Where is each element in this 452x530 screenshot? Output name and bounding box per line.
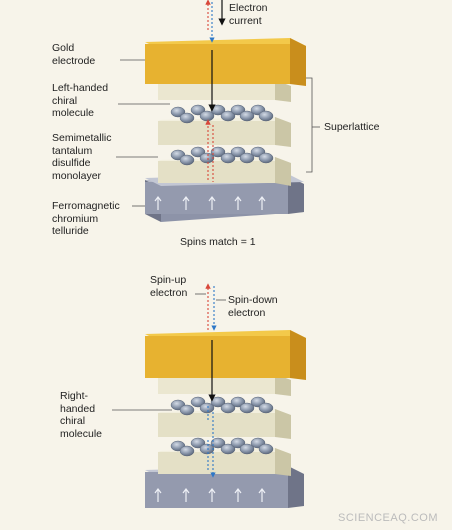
molecules-lower-top <box>170 146 274 166</box>
gold-electrode-bottom <box>145 330 306 380</box>
spin-up-electron-label: Spin-up electron <box>150 274 188 299</box>
slab-under-gold-top <box>158 80 291 102</box>
gold-electrode-label: Gold electrode <box>52 42 96 67</box>
top-stack <box>145 0 306 222</box>
spin-arrows-top <box>205 0 215 182</box>
molecules-lower-bottom <box>170 437 274 457</box>
ferro-spin-arrows-top <box>154 196 266 210</box>
leader-lines-top <box>116 59 170 207</box>
molecules-upper-bottom <box>170 396 274 416</box>
spins-match-label: Spins match = 1 <box>180 236 256 248</box>
molecules-upper-top <box>170 104 274 124</box>
gold-electrode-top <box>145 38 306 86</box>
left-handed-molecule-label: Left-handed chiral molecule <box>52 82 109 119</box>
slab-under-gold-bottom <box>158 374 291 396</box>
spin-down-electron-label: Spin-down electron <box>228 294 278 319</box>
ferromagnetic-label: Ferromagnetic chromium telluride <box>52 200 120 237</box>
electron-current-label: Electron current <box>229 2 268 27</box>
right-handed-molecule-label: Right- handed chiral molecule <box>60 390 103 440</box>
bottom-stack <box>145 283 306 508</box>
superlattice-label: Superlattice <box>324 121 380 133</box>
spin-arrows-bottom <box>205 283 217 478</box>
superlattice-bracket <box>306 77 313 173</box>
tas2-slab-upper-top <box>158 117 291 147</box>
leader-lines-bottom <box>112 293 226 411</box>
tas2-slab-upper-bottom <box>158 409 291 439</box>
semimetallic-label: Semimetallic tantalum disulfide monolaye… <box>52 132 112 182</box>
watermark: SCIENCEAQ.COM <box>337 512 438 524</box>
